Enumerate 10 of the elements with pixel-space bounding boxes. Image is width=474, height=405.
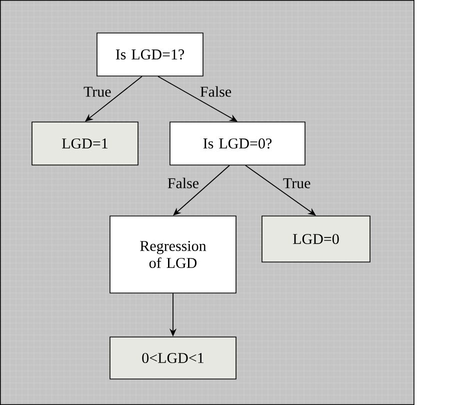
edge-label: True bbox=[84, 86, 111, 97]
edge-label: False bbox=[200, 86, 232, 97]
decision-box: Is LGD=1? bbox=[96, 32, 204, 76]
edge-label: True bbox=[283, 178, 310, 188]
result-box: LGD=1 bbox=[32, 122, 138, 166]
decision-box: Regression of LGD bbox=[110, 216, 236, 294]
result-box: 0<LGD<1 bbox=[110, 336, 236, 380]
decision-box: Is LGD=0? bbox=[170, 122, 306, 166]
result-box: LGD=0 bbox=[262, 216, 370, 262]
edge-label: False bbox=[168, 178, 199, 188]
